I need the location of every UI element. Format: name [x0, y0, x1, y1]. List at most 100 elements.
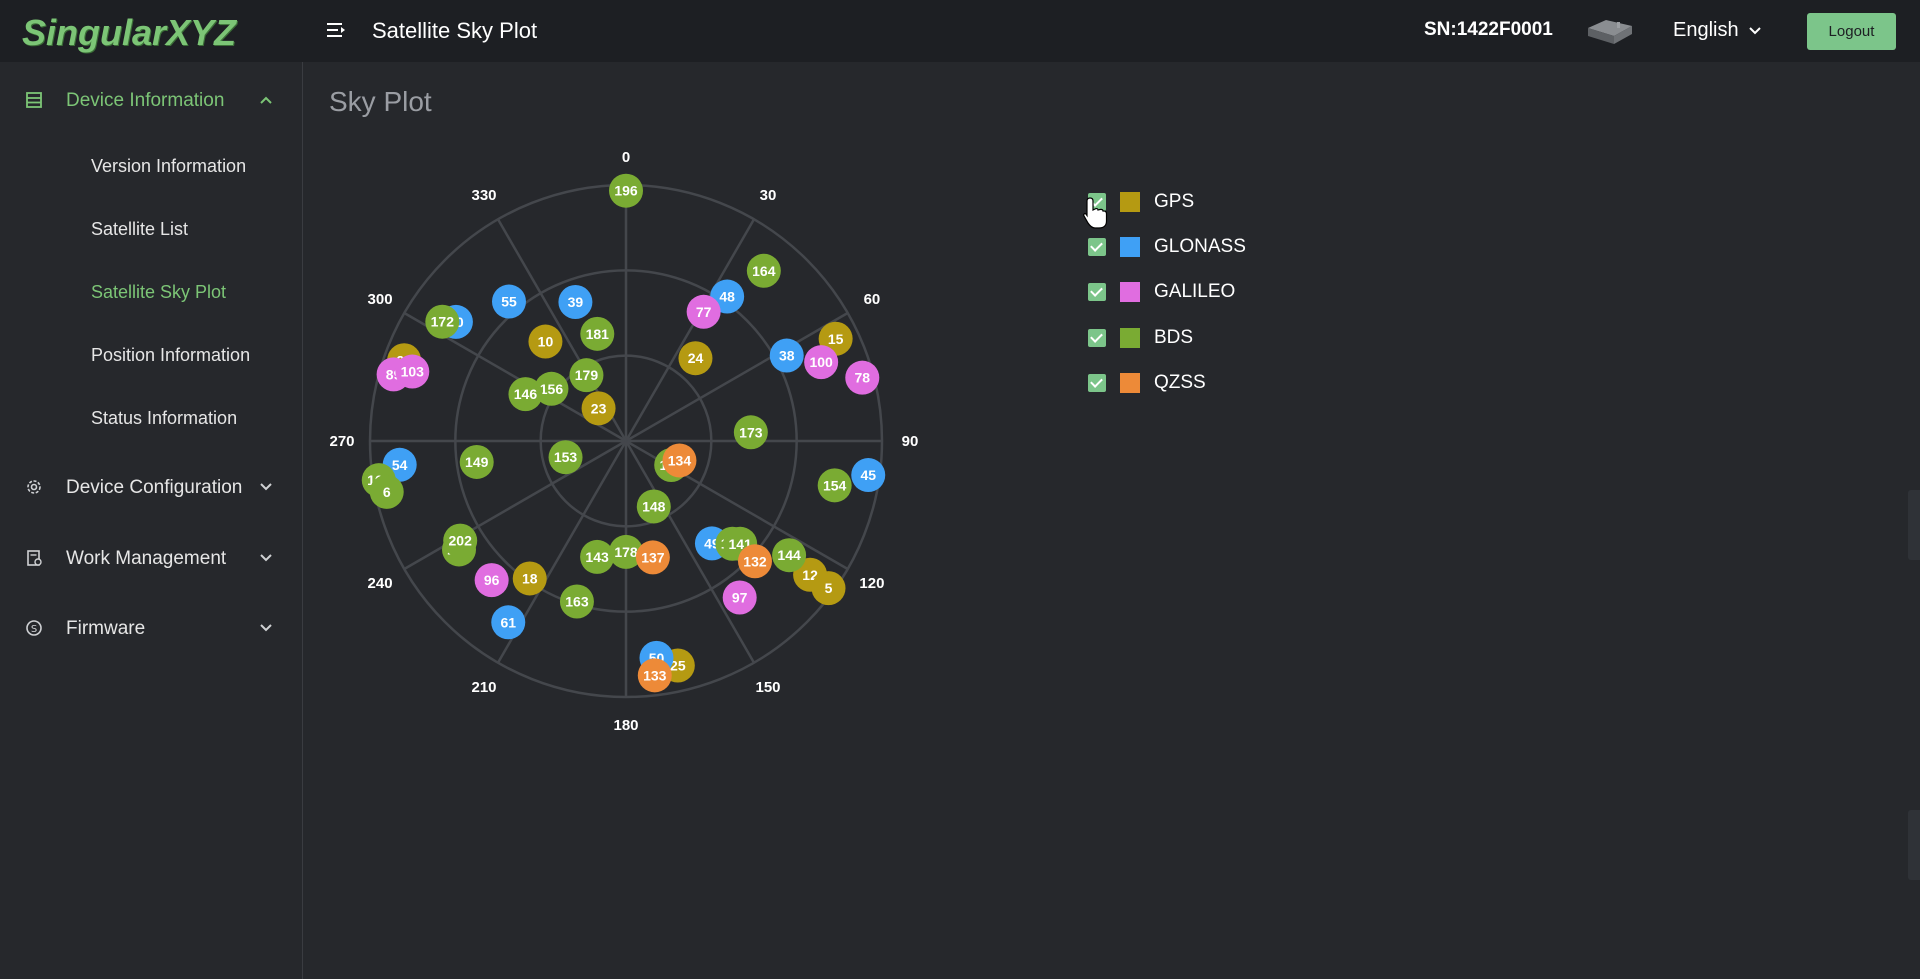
document-settings-icon — [27, 550, 42, 566]
sidebar-item-status-information[interactable]: Status Information — [91, 408, 238, 428]
legend-swatch — [1120, 373, 1140, 393]
satellite-sky-plot: 0306090120150180210240270300330102324151… — [329, 149, 919, 734]
satellite-prn-label: 179 — [575, 367, 599, 383]
legend-item-glonass[interactable]: GLONASS — [1088, 235, 1246, 259]
satellite-marker — [817, 468, 852, 503]
legend-swatch — [1120, 328, 1140, 348]
side-signal-widget[interactable] — [1908, 490, 1920, 560]
sidebar-item-satellite-sky-plot[interactable]: Satellite Sky Plot — [91, 282, 227, 302]
satellite-prn-label: 38 — [779, 348, 795, 364]
satellite-marker — [395, 354, 430, 389]
sidebar-group-device-configuration[interactable]: Device Configuration — [0, 467, 302, 507]
sidebar-group-label: Device Information — [66, 90, 225, 111]
azimuth-label: 60 — [864, 291, 881, 308]
legend-item-gps[interactable]: GPS — [1088, 190, 1194, 214]
satellite-prn-label: 25 — [670, 657, 686, 673]
satellite-prn-label: 134 — [668, 452, 692, 468]
azimuth-label: 150 — [755, 679, 780, 696]
language-label: English — [1673, 19, 1739, 41]
satellite-marker — [443, 523, 478, 558]
satellite-prn-label: 97 — [732, 589, 748, 605]
satellite-marker — [686, 294, 721, 329]
satellite-prn-label: 48 — [719, 289, 735, 305]
legend-label: GALILEO — [1154, 281, 1236, 302]
legend-label: GPS — [1154, 191, 1195, 212]
satellite-prn-label: 6 — [383, 484, 391, 500]
legend-item-qzss[interactable]: QZSS — [1088, 371, 1206, 395]
legend-item-bds[interactable]: BDS — [1088, 326, 1193, 350]
hand-cursor-icon — [1083, 197, 1108, 229]
satellite-marker — [609, 173, 643, 208]
satellite-prn-label: 202 — [449, 533, 473, 549]
satellite-prn-label: 54 — [392, 457, 408, 473]
satellite-prn-label: 149 — [465, 454, 489, 470]
satellite-marker — [459, 444, 494, 479]
satellite-prn-label: 96 — [484, 572, 500, 588]
satellite-marker — [508, 377, 543, 412]
sidebar-group-firmware[interactable]: S Firmware — [0, 608, 302, 648]
satellite-prn-label: 39 — [568, 294, 584, 310]
serial-number: SN:1422F0001 — [1424, 19, 1553, 40]
satellite-prn-label: 156 — [540, 381, 564, 397]
azimuth-spoke — [624, 440, 756, 664]
chevron-down-icon — [1748, 26, 1761, 34]
satellite-marker — [845, 360, 880, 395]
sidebar-item-satellite-list[interactable]: Satellite List — [91, 219, 189, 239]
azimuth-label: 90 — [902, 433, 919, 450]
legend-checkbox[interactable] — [1088, 374, 1106, 392]
language-selector[interactable]: English — [1673, 19, 1763, 42]
legend-label: QZSS — [1154, 372, 1206, 393]
satellite-prn-label: 103 — [401, 364, 425, 380]
legend-label: BDS — [1154, 327, 1194, 348]
azimuth-label: 210 — [471, 679, 496, 696]
satellite-prn-label: 154 — [823, 477, 847, 493]
satellite-marker — [581, 391, 616, 426]
satellite-marker — [491, 284, 526, 319]
satellite-marker — [636, 489, 671, 524]
satellite-marker — [369, 474, 404, 509]
satellite-marker — [746, 253, 781, 288]
logout-button[interactable]: Logout — [1807, 13, 1896, 50]
legend-checkbox[interactable] — [1088, 238, 1106, 256]
satellite-marker — [609, 534, 643, 569]
satellite-marker — [528, 324, 563, 359]
satellite-marker — [811, 571, 846, 606]
sidebar-group-device-information[interactable]: Device Information — [0, 80, 302, 120]
satellite-marker — [851, 458, 886, 493]
azimuth-spoke — [403, 439, 627, 571]
satellite-prn-label: 163 — [565, 593, 589, 609]
side-signal-widget[interactable] — [1908, 810, 1920, 880]
satellite-marker — [635, 540, 670, 575]
azimuth-spoke — [625, 311, 849, 443]
azimuth-label: 270 — [329, 433, 354, 450]
satellite-prn-label: 23 — [591, 400, 607, 416]
top-bar: SingularXYZ Satellite Sky Plot SN:1422F0… — [0, 0, 1920, 62]
satellite-prn-label: 77 — [696, 304, 712, 320]
legend-checkbox[interactable] — [1088, 283, 1106, 301]
legend-swatch — [1120, 192, 1140, 212]
legend-swatch — [1120, 237, 1140, 257]
satellite-marker — [678, 341, 713, 376]
satellite-marker — [559, 584, 594, 619]
satellite-marker — [769, 338, 804, 373]
sidebar-group-label: Firmware — [66, 618, 146, 639]
satellite-prn-label: 61 — [500, 614, 516, 630]
satellite-marker — [569, 358, 604, 393]
azimuth-label: 180 — [613, 717, 638, 734]
satellite-marker — [662, 443, 697, 478]
sidebar-item-position-information[interactable]: Position Information — [91, 345, 251, 365]
sidebar-item-version-information[interactable]: Version Information — [91, 156, 247, 176]
receiver-device-icon — [1588, 20, 1632, 44]
legend-checkbox[interactable] — [1088, 329, 1106, 347]
azimuth-label: 120 — [859, 575, 884, 592]
satellite-marker — [425, 304, 460, 339]
satellite-prn-label: 137 — [641, 549, 665, 565]
menu-toggle-icon[interactable] — [324, 18, 348, 42]
sidebar-group-work-management[interactable]: Work Management — [0, 538, 302, 578]
satellite-prn-label: 172 — [431, 314, 455, 330]
satellite-marker — [534, 371, 569, 406]
satellite-marker — [722, 580, 757, 615]
satellite-prn-label: 153 — [554, 449, 578, 465]
azimuth-label: 0 — [622, 149, 630, 166]
legend-item-galileo[interactable]: GALILEO — [1088, 280, 1235, 304]
